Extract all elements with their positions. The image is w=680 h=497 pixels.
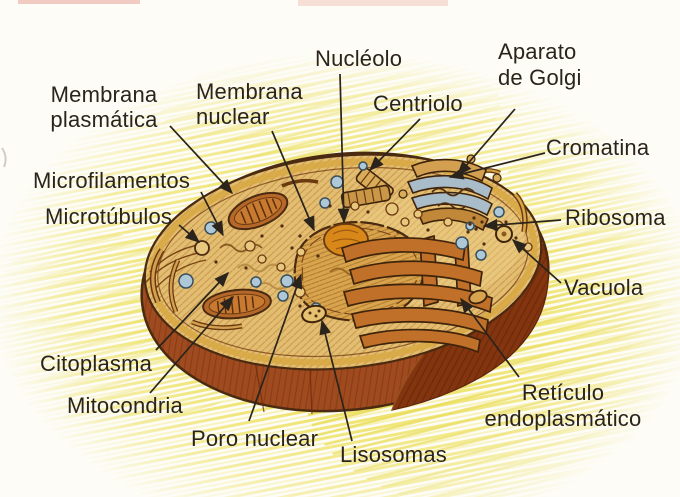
pointer-poro-nuclear <box>248 273 303 422</box>
pointer-centriolo <box>368 118 421 172</box>
pointer-ribosoma <box>482 219 562 231</box>
pointer-vacuola <box>511 239 562 284</box>
label-aparato-golgi-2: de Golgi <box>498 65 582 90</box>
mitochondrion-upper <box>227 191 289 231</box>
cut-crease-center <box>309 367 313 415</box>
label-ribosoma: Ribosoma <box>565 205 666 230</box>
label-membrana-plasmatica-1: Membrana <box>51 82 158 107</box>
label-membrana-plasmatica-2: plasmática <box>50 107 158 132</box>
pointer-cromatina <box>448 152 546 180</box>
microtubule-ring <box>194 240 210 256</box>
pointer-reticulo <box>460 297 520 378</box>
label-vacuola: Vacuola <box>564 275 644 300</box>
label-membrana-nuclear-2: nuclear <box>196 104 270 129</box>
label-centriolo: Centriolo <box>373 91 463 116</box>
pointer-citoplasma <box>155 271 230 351</box>
label-reticulo-1: Retículo <box>522 380 604 405</box>
label-cromatina: Cromatina <box>546 135 650 160</box>
pointer-nucleolo <box>337 73 350 224</box>
pointer-aparato-golgi <box>457 108 516 177</box>
pointer-microfilamentos <box>200 191 224 237</box>
pointer-membrana-nuclear <box>271 130 315 232</box>
scan-artifacts <box>1 0 448 168</box>
label-mitocondria: Mitocondria <box>67 393 183 418</box>
label-membrana-nuclear-1: Membrana <box>196 79 303 104</box>
label-microtubulos: Microtúbulos <box>45 204 172 229</box>
pointer-membrana-plasmatica <box>169 125 234 195</box>
label-microfilamentos: Microfilamentos <box>33 168 190 193</box>
er-segments-left <box>149 248 243 331</box>
pointer-lisosomas <box>319 319 353 442</box>
label-reticulo-2: endoplasmático <box>485 406 642 431</box>
label-nucleolo: Nucléolo <box>315 46 402 71</box>
label-aparato-golgi-1: Aparato <box>498 39 576 64</box>
lysosomes <box>301 225 513 324</box>
label-lisosomas: Lisosomas <box>340 442 447 467</box>
labels: Membrana plasmática Membrana nuclear Nuc… <box>33 39 666 467</box>
pointer-microtubulos <box>178 224 201 243</box>
cell-illustration <box>140 151 550 415</box>
label-citoplasma: Citoplasma <box>40 351 153 376</box>
ribosomes <box>214 204 518 308</box>
pointer-mitocondria <box>149 295 234 394</box>
chromatin-strands <box>431 187 475 210</box>
pointer-lines <box>149 73 562 442</box>
label-poro-nuclear: Poro nuclear <box>191 426 318 451</box>
endoplasmic-reticulum <box>340 234 493 354</box>
